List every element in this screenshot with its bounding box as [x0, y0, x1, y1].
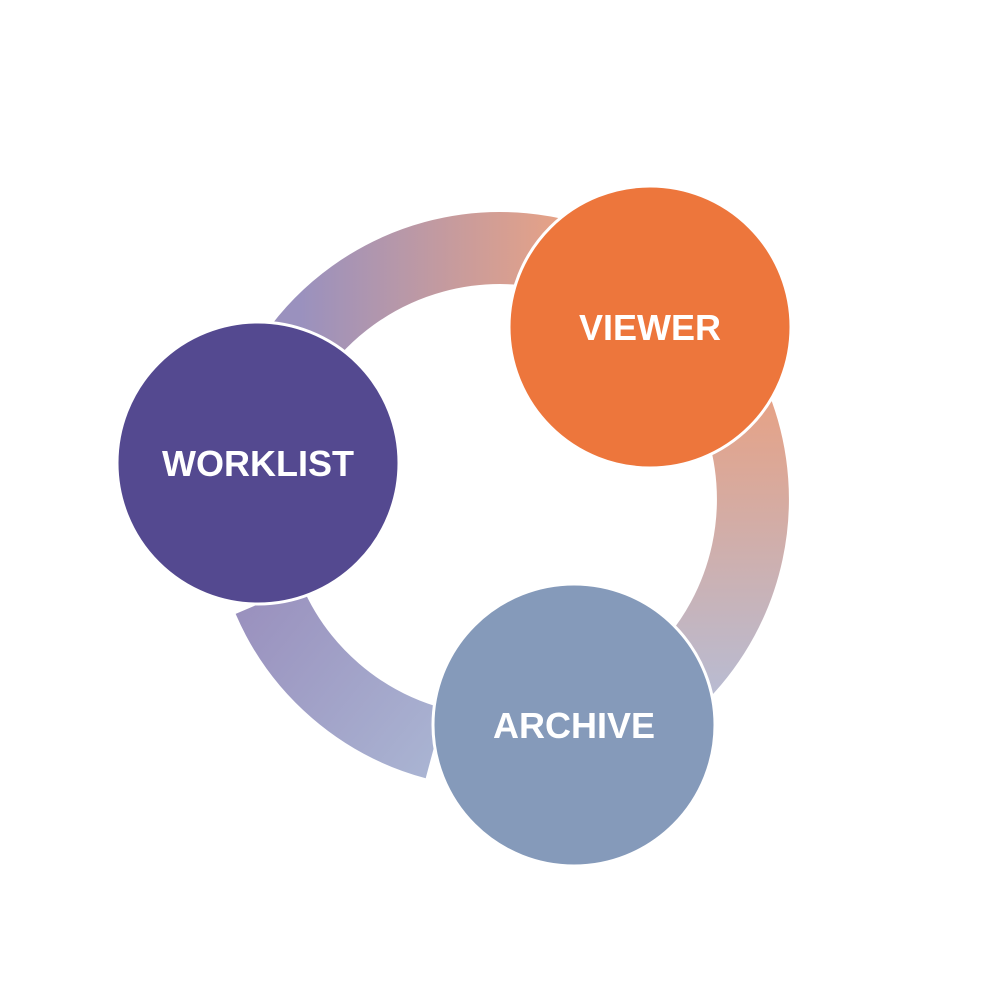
node-viewer: VIEWER	[507, 184, 793, 470]
worklist-label: WORKLIST	[162, 443, 354, 484]
ring-arc-archive-to-worklist	[235, 584, 445, 779]
viewer-label: VIEWER	[579, 307, 721, 348]
worklist-circle	[115, 320, 401, 606]
archive-label: ARCHIVE	[493, 705, 655, 746]
node-worklist: WORKLIST	[115, 320, 401, 606]
archive-circle	[431, 582, 717, 868]
node-archive: ARCHIVE	[431, 582, 717, 868]
viewer-circle	[507, 184, 793, 470]
ring-arc-viewer-to-archive	[655, 401, 789, 700]
